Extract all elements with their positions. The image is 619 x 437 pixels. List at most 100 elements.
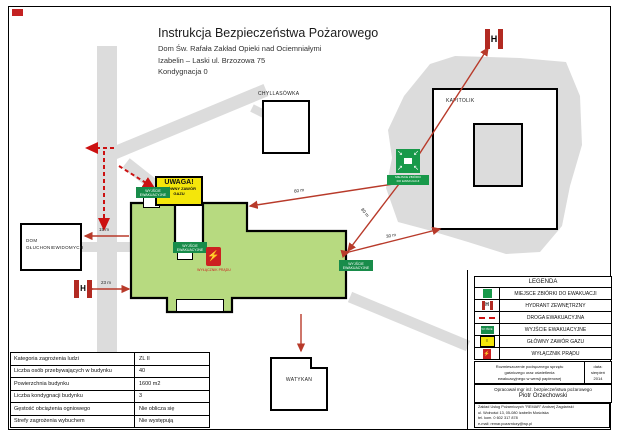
dashed-route-icon — [475, 312, 500, 323]
row-value: 40 — [139, 368, 146, 375]
gas-sign-line3-text: GAZU — [173, 191, 185, 197]
distance-label-23m: 23 m — [101, 280, 112, 285]
row-value: 3 — [139, 393, 143, 400]
title-block: Instrukcja Bezpieczeństwa Pożarowego Dom… — [158, 26, 458, 79]
company-email: e-mail: remar.pozarniczy@wp.pl — [478, 422, 533, 427]
building-chyllasowka — [262, 100, 310, 154]
row-value: 1600 m2 — [139, 380, 161, 387]
assembly-label-line1: MIEJSCE ZBIÓRKI — [395, 175, 421, 179]
hydrant-bar — [498, 29, 503, 49]
legend-title: LEGENDA — [475, 277, 611, 288]
red-corner-marker — [12, 9, 23, 16]
power-switch-icon: ⚡ — [206, 247, 221, 266]
legend-row: MIEJSCE ZBIÓRKI DO EWAKUACJI — [475, 288, 611, 300]
company-box: Zakład Usług Pożarniczych "REMAR" Andrze… — [474, 403, 610, 428]
company-name: Zakład Usług Pożarniczych "REMAR" Andrze… — [478, 405, 574, 409]
hydrant-icon-left: H — [74, 280, 92, 298]
date-cell: data: sierpień 2014 — [584, 362, 611, 383]
legend-label: MIEJSCE ZBIÓRKI DO EWAKUACJI — [514, 290, 597, 297]
exit-sign-icon: WYJŚCIE — [475, 324, 500, 335]
row-label: Liczba osób przebywających w budynku — [11, 365, 135, 377]
author-name: Piotr Orzechowski — [518, 393, 568, 399]
exit-sign-3: WYJŚCIE EWAKUACYJNE — [339, 260, 373, 272]
hydrant-icon: H — [475, 300, 500, 311]
exit-sign-1: WYJŚCIE EWAKUACYJNE — [136, 187, 170, 199]
exit-sign-2: WYJŚCIE EWAKUACYJNE — [173, 242, 207, 254]
hydrant-bar — [74, 280, 79, 298]
building-kapitolik-label: KAPITOLIK — [446, 98, 475, 104]
assembly-people-glyph — [404, 158, 412, 164]
table-row: Gęstość obciążenia ogniowego Nie oblicza… — [11, 403, 209, 416]
exit-sign-1-line2: EWAKUACYJNE — [139, 192, 167, 197]
desc-line2: gaśniczego oraz oświetlenia — [504, 369, 555, 375]
date-label: data: — [593, 364, 603, 369]
legend-label: WYŁĄCZNIK PRĄDU — [531, 350, 580, 357]
hydrant-bar — [485, 29, 490, 49]
assembly-arrow-tl: ↘ — [397, 150, 403, 157]
power-switch-icon: ⚡ — [475, 348, 500, 359]
building-kapitolik: KAPITOLIK — [432, 88, 558, 230]
building-watykan-notch — [310, 357, 328, 369]
courtyard — [473, 123, 523, 187]
row-value: Nie oblicza się — [139, 405, 175, 412]
assembly-arrow-br: ↖ — [413, 165, 419, 172]
page-title: Instrukcja Bezpieczeństwa Pożarowego — [158, 26, 379, 40]
desc-line1: Rozmieszczenie podręcznego sprzętu — [495, 364, 564, 369]
assembly-arrow-bl: ↗ — [397, 165, 403, 172]
title-storey: Kondygnacja 0 — [158, 67, 208, 76]
author-box: Opracował mgr inż. bezpieczeństwa pożaro… — [474, 384, 612, 403]
table-row: Kategoria zagrożenia ludzi ZL II — [11, 353, 209, 366]
hydrant-bar — [87, 280, 92, 298]
row-label: Kategoria zagrożenia ludzi — [11, 353, 135, 365]
panel-divider — [467, 270, 468, 430]
exit-sign-1-line1: WYJŚCIE — [145, 188, 161, 193]
building-dom-label-line2: GŁUCHONIEWIDOMYCH — [26, 244, 84, 250]
table-row: Powierzchnia budynku 1600 m2 — [11, 378, 209, 391]
building-watykan: WATYKAN — [270, 357, 328, 411]
gas-sign-line2-text: GŁÓWNY ZAWÓR — [162, 186, 196, 191]
exit-sign-2-line2: EWAKUACYJNE — [176, 247, 204, 252]
gas-sign-line2: GŁÓWNY ZAWÓR GAZU — [157, 186, 201, 196]
building-dom-label: DOM GŁUCHONIEWIDOMYCH — [26, 238, 83, 252]
legend-row: ≡ GŁÓWNY ZAWÓR GAZU — [475, 336, 611, 348]
company-phone: tel. kom. 0 602 317 878 — [478, 416, 518, 421]
row-label: Liczba kondygnacji budynku — [11, 390, 135, 402]
author-title: Opracował mgr inż. bezpieczeństwa pożaro… — [494, 387, 592, 392]
legend-label: WYJŚCIE EWAKUACYJNE — [524, 326, 587, 333]
exit-sign-3-line1: WYJŚCIE — [348, 261, 364, 266]
main-building-entrance-bottom — [176, 299, 224, 312]
date-month: sierpień — [590, 369, 605, 375]
title-address: Izabelin – Laski ul. Brzozowa 75 — [158, 55, 266, 65]
drawing-description: Rozmieszczenie podręcznego sprzętu gaśni… — [475, 362, 584, 383]
drawing-description-box: Rozmieszczenie podręcznego sprzętu gaśni… — [474, 361, 612, 384]
assembly-arrow-tr: ↙ — [413, 150, 419, 157]
building-info-table: Kategoria zagrożenia ludzi ZL II Liczba … — [10, 352, 210, 428]
row-value: ZL II — [139, 355, 150, 362]
hydrant-letter: H — [79, 280, 87, 298]
page-frame — [8, 6, 611, 430]
assembly-label-line2: DO EWAKUACJI — [396, 178, 420, 183]
power-switch-label: WYŁĄCZNIK PRĄDU — [197, 268, 231, 272]
assembly-point-icon — [475, 288, 500, 299]
legend-row: H HYDRANT ZEWNĘTRZNY — [475, 300, 611, 312]
legend-label: GŁÓWNY ZAWÓR GAZU — [526, 338, 585, 345]
hydrant-icon-top: H — [485, 29, 503, 49]
company-address: ul. Wolności 13, 05-080 Izabelin Mościsk… — [478, 410, 549, 415]
distance-label-15m: 15 m — [99, 227, 110, 232]
exit-sign-3-line2: EWAKUACYJNE — [342, 265, 370, 270]
legend-row: WYJŚCIE WYJŚCIE EWAKUACYJNE — [475, 324, 611, 336]
building-dom-gluchoniewidomych: DOM GŁUCHONIEWIDOMYCH — [20, 223, 83, 271]
assembly-point-icon: ↘ ↙ ↗ ↖ — [396, 149, 420, 173]
table-row: Strefy zagrożenia wybuchem Nie występują — [11, 415, 209, 427]
exit-sign-2-line1: WYJŚCIE — [182, 243, 198, 248]
row-label: Gęstość obciążenia ogniowego — [11, 403, 135, 415]
table-row: Liczba osób przebywających w budynku 40 — [11, 365, 209, 378]
row-label: Powierzchnia budynku — [11, 378, 135, 390]
date-year: 2014 — [593, 375, 603, 381]
building-chyllasowka-label: CHYLLASÓWKA — [258, 91, 300, 97]
gas-sign-line1: UWAGA! — [164, 179, 194, 186]
desc-line3: ewakuacyjnego w wersji papierowej — [497, 375, 562, 381]
gas-valve-icon: ≡ — [475, 336, 500, 347]
building-dom-label-line1: DOM — [26, 238, 38, 243]
